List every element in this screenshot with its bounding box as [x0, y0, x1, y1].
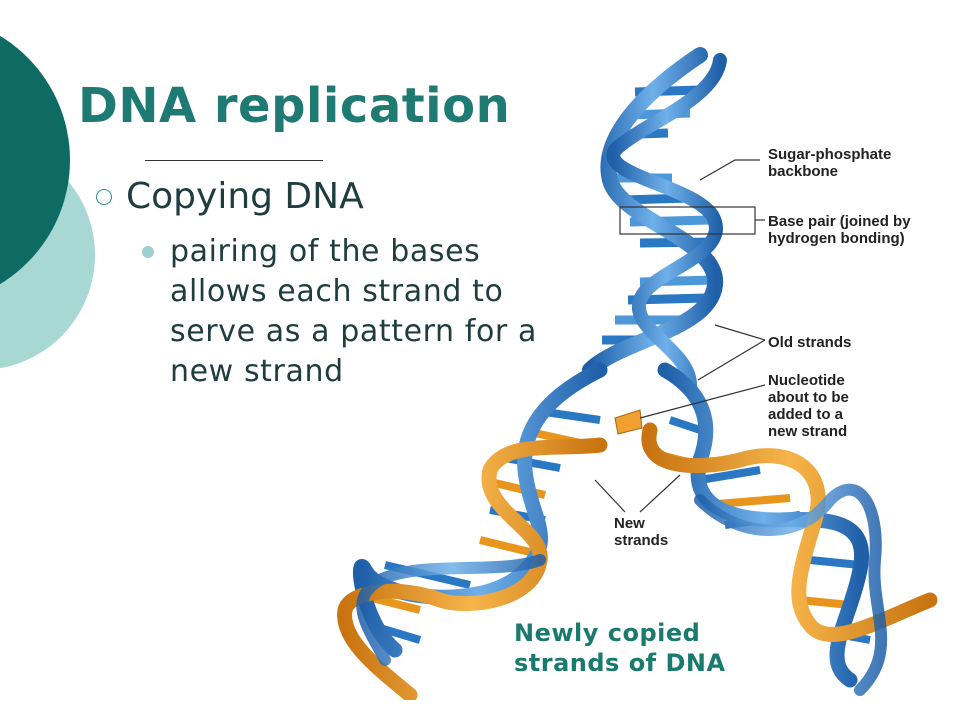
free-nucleotide: [614, 409, 643, 435]
bullet-level2-text: pairing of the bases allows each strand …: [170, 234, 537, 389]
old-strand-2: [606, 53, 727, 392]
right-old-strand: [657, 362, 869, 688]
label-base-pair: Base pair (joined by hydrogen bonding): [768, 213, 911, 247]
left-old-strand-lower: [356, 554, 546, 666]
bullet-level2: pairing of the bases allows each strand …: [142, 232, 542, 392]
label-nucleotide: Nucleotide about to be added to a new st…: [768, 372, 849, 440]
title-divider: [145, 160, 323, 161]
left-old-strand: [353, 362, 608, 658]
left-new-strand: [337, 437, 608, 700]
slide-title: DNA replication: [78, 78, 511, 134]
leader-lines: [594, 159, 766, 513]
label-sugar-phosphate-backbone: Sugar-phosphate backbone: [768, 146, 892, 180]
dna-replication-illustration: [337, 47, 938, 700]
label-old-strands: Old strands: [768, 334, 852, 351]
bullet-level1: Copying DNA: [96, 176, 364, 217]
bullet-circle-icon: [96, 188, 112, 205]
bullet-level1-text: Copying DNA: [126, 176, 364, 217]
slide-decoration: [0, 35, 95, 369]
figure-caption: Newly copied strands of DNA: [514, 619, 726, 677]
decor-circle-dark: [0, 35, 70, 285]
label-new-strands: New strands: [614, 515, 669, 549]
right-old-strand-lower: [694, 483, 888, 696]
bullet-dot-icon: [142, 246, 154, 258]
